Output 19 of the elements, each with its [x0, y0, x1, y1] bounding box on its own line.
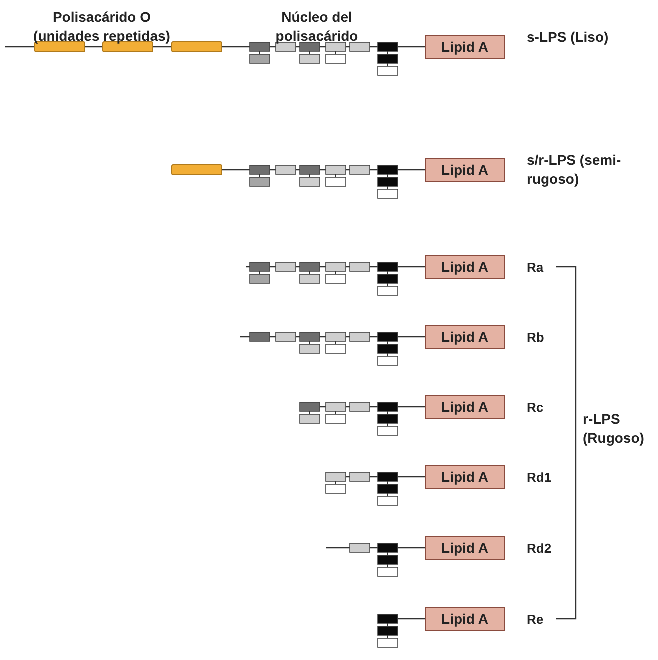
row-label: s/r-LPS (semi-rugoso)	[527, 151, 622, 189]
lipid-box: Lipid A	[425, 158, 505, 182]
group-label: r-LPS (Rugoso)	[583, 410, 646, 448]
row-label: Rd2	[527, 540, 553, 558]
row-label: Rd1	[527, 469, 553, 487]
section-heading: Núcleo del polisacárido	[274, 8, 360, 46]
row-label: s-LPS (Liso)	[527, 28, 610, 47]
lipid-box: Lipid A	[425, 395, 505, 419]
lipid-box: Lipid A	[425, 35, 505, 59]
lipid-box: Lipid A	[425, 255, 505, 279]
lipid-box: Lipid A	[425, 607, 505, 631]
lipid-box: Lipid A	[425, 536, 505, 560]
row-label: Re	[527, 611, 545, 629]
row-label: Rb	[527, 329, 546, 347]
section-heading: Polisacárido O (unidades repetidas)	[32, 8, 172, 46]
row-label: Ra	[527, 259, 545, 277]
lipid-box: Lipid A	[425, 325, 505, 349]
row-label: Rc	[527, 399, 545, 417]
lipid-box: Lipid A	[425, 465, 505, 489]
